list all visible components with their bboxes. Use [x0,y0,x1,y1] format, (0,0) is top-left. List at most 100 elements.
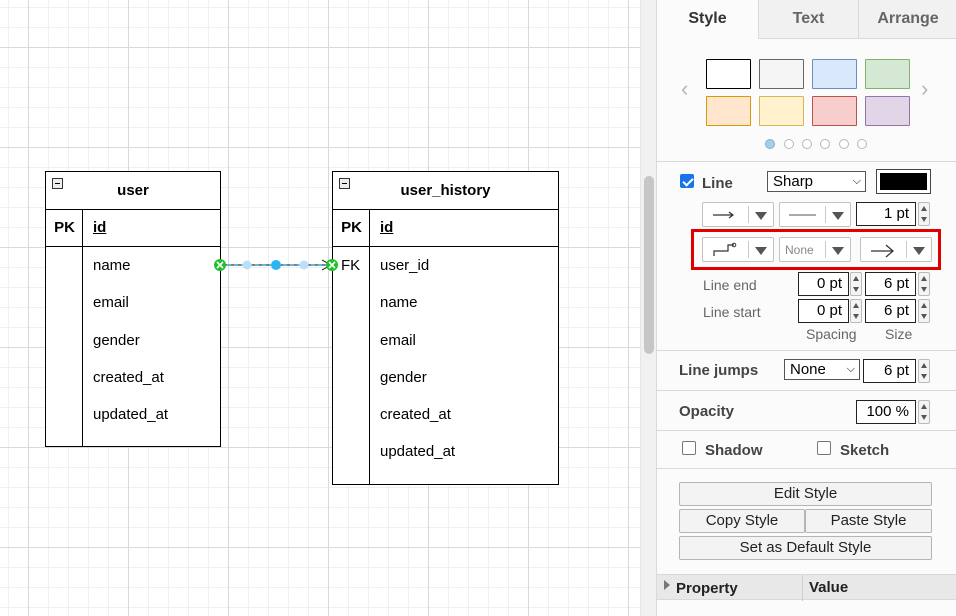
table-header[interactable]: user [46,172,220,210]
target-handle-icon[interactable] [326,259,338,271]
field-row[interactable]: user_id [380,257,430,274]
divider [657,350,956,351]
source-handle-icon[interactable] [214,259,226,271]
page-dot[interactable] [802,139,812,149]
page-dot[interactable] [820,139,830,149]
dropdown-arrow-icon [755,247,767,255]
field-row[interactable]: gender [93,332,140,349]
style-swatch[interactable] [812,96,857,126]
line-jumps-size-input[interactable]: 6 pt [863,359,916,383]
page-dot[interactable] [765,139,775,149]
shadow-checkbox[interactable] [682,441,696,455]
style-swatch[interactable] [759,59,804,89]
style-swatch[interactable] [865,96,910,126]
pk-label: PK [341,219,362,236]
chevron-left-icon[interactable]: ‹ [681,76,689,101]
field-row[interactable]: updated_at [380,443,456,460]
edge-style-select[interactable]: Sharp ⌵ [767,171,866,192]
pk-label: PK [54,219,75,236]
line-end-size-input[interactable]: 6 pt [865,272,916,296]
key-column [46,247,83,446]
field-row[interactable]: updated_at [93,406,169,423]
line-checkbox[interactable] [680,174,694,188]
pk-row[interactable]: PK id [46,210,220,247]
connector-edge[interactable] [0,0,640,616]
line-end-label: Line end [703,277,757,293]
table-user[interactable]: user PK id name email gender created_at … [45,171,221,447]
collapse-icon[interactable] [52,178,63,189]
opacity-stepper[interactable] [918,400,930,424]
sketch-checkbox[interactable] [817,441,831,455]
field-row[interactable]: gender [380,369,427,386]
copy-style-button[interactable]: Copy Style [679,509,805,533]
line-start-select[interactable]: None [779,237,851,262]
field-row[interactable]: email [93,294,129,311]
divider [825,206,826,223]
edit-style-button[interactable]: Edit Style [679,482,932,506]
table-header[interactable]: user_history [333,172,558,210]
expand-triangle-icon[interactable] [664,580,670,590]
connection-pattern-select[interactable] [702,202,774,227]
chevron-down-icon: ⌵ [846,363,855,375]
line-start-spacing-stepper[interactable] [850,299,862,323]
fk-label: FK [341,257,361,274]
dropdown-arrow-icon [913,247,925,255]
line-end-select[interactable] [860,237,932,262]
divider [657,468,956,469]
format-panel: Style Text Arrange ‹ › Line Sharp ⌵ 1 pt… [656,0,956,616]
tab-arrange[interactable]: Arrange [858,0,956,39]
opacity-input[interactable]: 100 % [856,400,916,424]
edge-style-value: Sharp [773,173,814,190]
style-swatch[interactable] [706,96,751,126]
scrollbar-thumb[interactable] [644,176,654,354]
value-column-header: Value [809,579,849,596]
line-start-spacing-input[interactable]: 0 pt [798,299,849,323]
line-start-size-input[interactable]: 6 pt [865,299,916,323]
page-dot[interactable] [784,139,794,149]
line-width-input[interactable]: 1 pt [856,202,916,226]
line-end-spacing-stepper[interactable] [850,272,862,296]
sketch-label: Sketch [840,442,890,459]
shadow-label: Shadow [705,442,763,459]
line-pattern-select[interactable] [779,202,851,227]
line-width-stepper[interactable] [918,202,930,226]
pk-field: id [93,219,107,236]
stroke-color-button[interactable] [876,169,931,194]
line-jumps-label: Line jumps [679,362,759,379]
table-user-history[interactable]: user_history PK id FK user_id name email… [332,171,559,485]
chevron-right-icon[interactable]: › [921,76,929,101]
line-end-size-stepper[interactable] [918,272,930,296]
midpoint-handle[interactable] [271,260,281,270]
line-jumps-size-stepper[interactable] [918,359,930,383]
line-jumps-select[interactable]: None ⌵ [784,359,860,380]
paste-style-button[interactable]: Paste Style [805,509,932,533]
field-row[interactable]: name [380,294,418,311]
virtual-bend-handle[interactable] [242,260,252,270]
field-row[interactable]: email [380,332,416,349]
tab-style[interactable]: Style [657,0,758,39]
style-swatch[interactable] [865,59,910,89]
tab-text[interactable]: Text [758,0,858,39]
field-row[interactable]: name [93,257,131,274]
style-swatch[interactable] [706,59,751,89]
style-swatch[interactable] [759,96,804,126]
column-divider [802,575,803,601]
diagram-canvas[interactable]: user PK id name email gender created_at … [0,0,640,616]
pk-row[interactable]: PK id [333,210,558,247]
vertical-scrollbar[interactable] [640,0,656,616]
key-column [333,210,370,246]
page-dot[interactable] [857,139,867,149]
waypoints-select[interactable] [702,237,774,262]
field-row[interactable]: created_at [93,369,164,386]
line-end-spacing-input[interactable]: 0 pt [798,272,849,296]
arrow-right-line-icon [713,211,734,219]
set-default-style-button[interactable]: Set as Default Style [679,536,932,560]
style-swatch[interactable] [812,59,857,89]
line-start-size-stepper[interactable] [918,299,930,323]
field-row[interactable]: created_at [380,406,451,423]
color-fill [880,173,927,190]
virtual-bend-handle[interactable] [299,260,309,270]
orthogonal-edge-icon [713,242,737,256]
page-dot[interactable] [839,139,849,149]
collapse-icon[interactable] [339,178,350,189]
